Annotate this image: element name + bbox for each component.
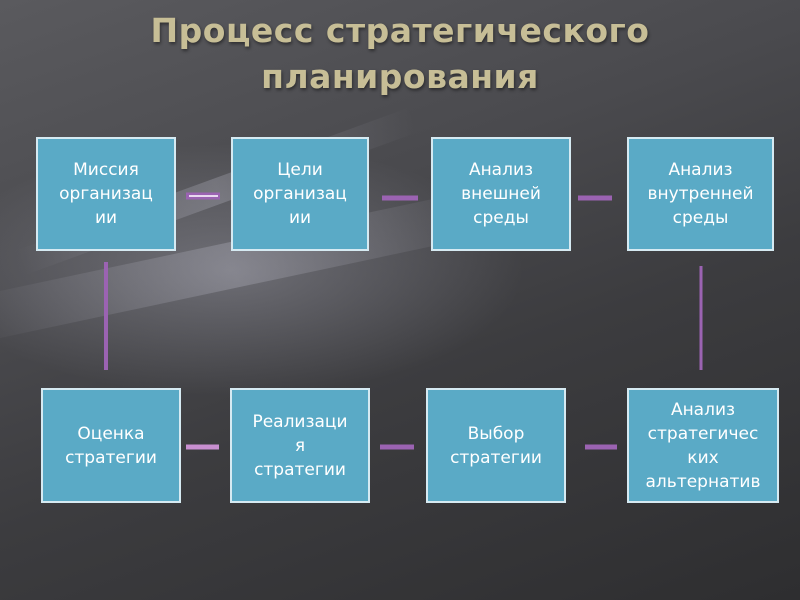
box-implementation-label: Реализаци я стратегии xyxy=(252,411,348,480)
title-line-2: планирования xyxy=(261,57,539,96)
box-mission: Миссия организац ии xyxy=(36,137,176,251)
box-external-analysis: Анализ внешней среды xyxy=(431,137,571,251)
box-choice-label: Выбор стратегии xyxy=(450,423,542,468)
box-mission-label: Миссия организац ии xyxy=(59,160,153,228)
page-title: Процесс стратегического планирования xyxy=(0,8,800,100)
box-choice: Выбор стратегии xyxy=(426,388,566,503)
box-strategic-alternatives-label: Анализ стратегичес ких альтернатив xyxy=(645,399,761,492)
box-goals: Цели организац ии xyxy=(231,137,369,251)
box-strategic-alternatives: Анализ стратегичес ких альтернатив xyxy=(627,388,779,503)
title-line-1: Процесс стратегического xyxy=(150,11,650,50)
box-external-analysis-label: Анализ внешней среды xyxy=(461,160,541,228)
box-internal-analysis: Анализ внутренней среды xyxy=(627,137,774,251)
box-evaluation: Оценка стратегии xyxy=(41,388,181,503)
box-evaluation-label: Оценка стратегии xyxy=(65,423,157,468)
box-implementation: Реализаци я стратегии xyxy=(230,388,370,503)
box-goals-label: Цели организац ии xyxy=(253,160,347,228)
box-internal-analysis-label: Анализ внутренней среды xyxy=(647,160,754,228)
